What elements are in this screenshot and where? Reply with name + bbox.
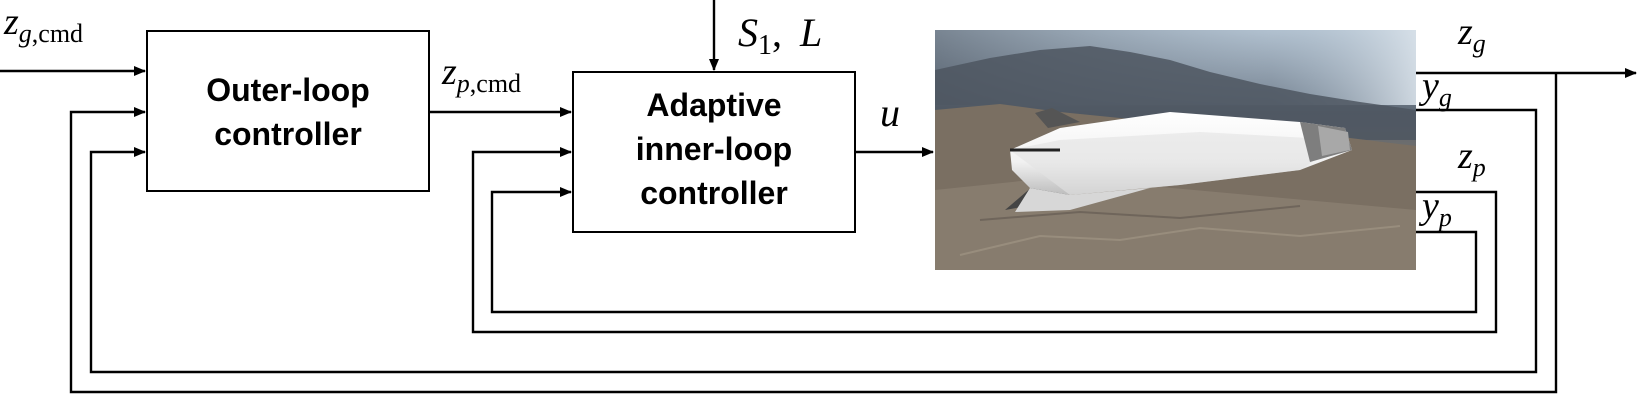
outer-loop-label-line2: controller	[214, 116, 362, 152]
adaptive-inner-loop-controller-block: Adaptive inner-loop controller	[572, 71, 856, 233]
zg-output-label: zg	[1457, 11, 1486, 58]
yp-output-label: yp	[1418, 185, 1452, 232]
zg-cmd-label: zg,cmd	[3, 1, 83, 48]
zg-feedback-line	[69, 73, 1558, 394]
yg-output-label: yg	[1418, 65, 1452, 112]
inner-loop-label-line3: controller	[640, 175, 788, 211]
zp-feedback-line	[471, 147, 1498, 334]
yp-feedback-line	[490, 187, 1478, 314]
plant-vehicle-image	[935, 30, 1416, 270]
outer-loop-controller-block: Outer-loop controller	[146, 30, 430, 192]
u-label: u	[880, 90, 900, 135]
zp-output-label: zp	[1457, 135, 1486, 182]
inner-loop-label-line2: inner-loop	[636, 131, 792, 167]
params-label: S1,L	[738, 10, 822, 61]
zp-cmd-label: zp,cmd	[441, 51, 521, 98]
yg-feedback-line	[89, 108, 1538, 374]
inner-loop-label-line1: Adaptive	[646, 87, 781, 123]
outer-loop-label-line1: Outer-loop	[206, 72, 370, 108]
